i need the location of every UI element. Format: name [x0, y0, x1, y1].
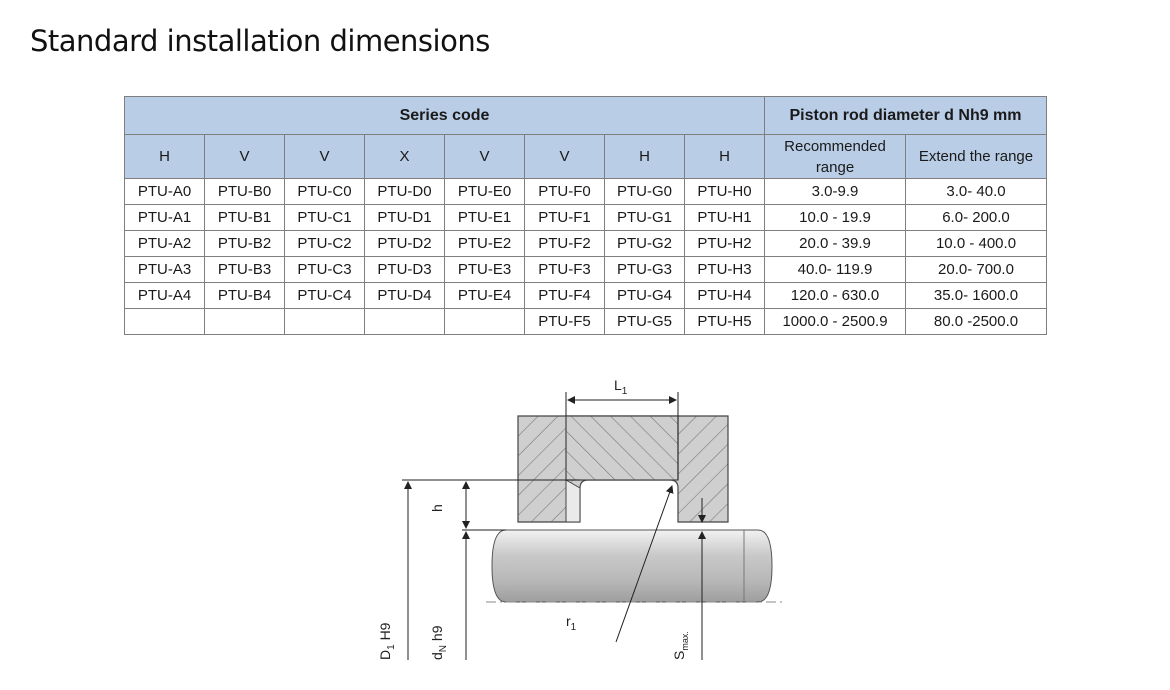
table-cell: 3.0- 40.0	[905, 178, 1047, 205]
column-header-extend-range: Extend the range	[905, 134, 1047, 179]
table-cell: PTU-H5	[684, 308, 765, 335]
table-sub-header-row: H V V X V V H H Recommended range Extend…	[124, 134, 1047, 179]
table-cell: PTU-A1	[124, 204, 205, 231]
installation-dimensions-table: Series code Piston rod diameter d Nh9 mm…	[124, 96, 1047, 335]
table-cell: PTU-G4	[604, 282, 685, 309]
table-cell: PTU-A4	[124, 282, 205, 309]
table-cell: PTU-F1	[524, 204, 605, 231]
table-cell: PTU-G2	[604, 230, 685, 257]
table-cell: PTU-F0	[524, 178, 605, 205]
table-cell: PTU-E2	[444, 230, 525, 257]
table-cell: PTU-B1	[204, 204, 285, 231]
table-cell	[364, 308, 445, 335]
dimension-h: h	[429, 481, 470, 529]
table-cell: PTU-F4	[524, 282, 605, 309]
table-cell: 20.0- 700.0	[905, 256, 1047, 283]
table-cell	[124, 308, 205, 335]
leader-r1: r1	[566, 485, 674, 643]
table-cell: 120.0 - 630.0	[764, 282, 906, 309]
table-cell: PTU-H4	[684, 282, 765, 309]
table-cell: PTU-D1	[364, 204, 445, 231]
table-cell: PTU-H1	[684, 204, 765, 231]
table-cell: 35.0- 1600.0	[905, 282, 1047, 309]
column-header: V	[444, 134, 525, 179]
column-header: V	[204, 134, 285, 179]
table-cell: PTU-B2	[204, 230, 285, 257]
table-cell: PTU-C0	[284, 178, 365, 205]
svg-text:r1: r1	[566, 613, 577, 633]
table-cell: PTU-D4	[364, 282, 445, 309]
table-cell	[204, 308, 285, 335]
table-cell: 3.0-9.9	[764, 178, 906, 205]
table-cell: PTU-G3	[604, 256, 685, 283]
table-cell: PTU-E0	[444, 178, 525, 205]
table-cell	[284, 308, 365, 335]
table-cell: PTU-B4	[204, 282, 285, 309]
table-cell: PTU-C2	[284, 230, 365, 257]
table-cell: PTU-D0	[364, 178, 445, 205]
table-cell: PTU-C3	[284, 256, 365, 283]
svg-text:dN h9: dN h9	[429, 625, 449, 660]
dimension-l1: L1	[565, 377, 679, 480]
table-cell: PTU-G1	[604, 204, 685, 231]
table-cell: PTU-H2	[684, 230, 765, 257]
installation-diagram: L1 D1 H9 h dN h9 r1 Smax.	[366, 370, 806, 674]
group-header-series-code: Series code	[124, 96, 765, 135]
svg-text:D1 H9: D1 H9	[377, 622, 397, 660]
svg-text:L1: L1	[614, 377, 628, 397]
table-cell: PTU-E1	[444, 204, 525, 231]
table-cell: 1000.0 - 2500.9	[764, 308, 906, 335]
column-header: V	[524, 134, 605, 179]
table-cell: PTU-C4	[284, 282, 365, 309]
piston-rod	[486, 529, 786, 603]
table-cell: PTU-D3	[364, 256, 445, 283]
column-header-recommended-range: Recommended range	[764, 134, 906, 179]
table-cell: PTU-A3	[124, 256, 205, 283]
table-cell: PTU-B0	[204, 178, 285, 205]
table-cell: PTU-G5	[604, 308, 685, 335]
table-cell: 80.0 -2500.0	[905, 308, 1047, 335]
dimension-dn: dN h9	[429, 531, 470, 660]
svg-text:h: h	[429, 504, 445, 512]
table-cell: 20.0 - 39.9	[764, 230, 906, 257]
column-header: X	[364, 134, 445, 179]
table-cell: PTU-D2	[364, 230, 445, 257]
column-header: V	[284, 134, 365, 179]
column-header: H	[124, 134, 205, 179]
group-header-piston-rod-diameter: Piston rod diameter d Nh9 mm	[764, 96, 1047, 135]
table-cell: PTU-E4	[444, 282, 525, 309]
table-cell: PTU-E3	[444, 256, 525, 283]
dimension-smax: Smax.	[671, 498, 706, 660]
table-cell: PTU-F2	[524, 230, 605, 257]
column-header: H	[604, 134, 685, 179]
table-cell: 10.0 - 400.0	[905, 230, 1047, 257]
page-title: Standard installation dimensions	[30, 24, 490, 58]
seal-groove-drawing: L1 D1 H9 h dN h9 r1 Smax.	[377, 377, 786, 660]
table-cell: PTU-A2	[124, 230, 205, 257]
table-cell: PTU-B3	[204, 256, 285, 283]
dimension-d1: D1 H9	[377, 481, 412, 660]
table-cell: PTU-H0	[684, 178, 765, 205]
table-group-header-row: Series code Piston rod diameter d Nh9 mm	[124, 96, 1047, 135]
table-cell: 6.0- 200.0	[905, 204, 1047, 231]
table-cell: PTU-C1	[284, 204, 365, 231]
column-header: H	[684, 134, 765, 179]
table-cell	[444, 308, 525, 335]
housing-groove	[517, 415, 729, 523]
svg-text:Smax.: Smax.	[671, 631, 690, 660]
table-cell: PTU-A0	[124, 178, 205, 205]
table-cell: PTU-G0	[604, 178, 685, 205]
table-cell: PTU-H3	[684, 256, 765, 283]
table-cell: PTU-F5	[524, 308, 605, 335]
table-cell: PTU-F3	[524, 256, 605, 283]
table-cell: 10.0 - 19.9	[764, 204, 906, 231]
table-cell: 40.0- 119.9	[764, 256, 906, 283]
